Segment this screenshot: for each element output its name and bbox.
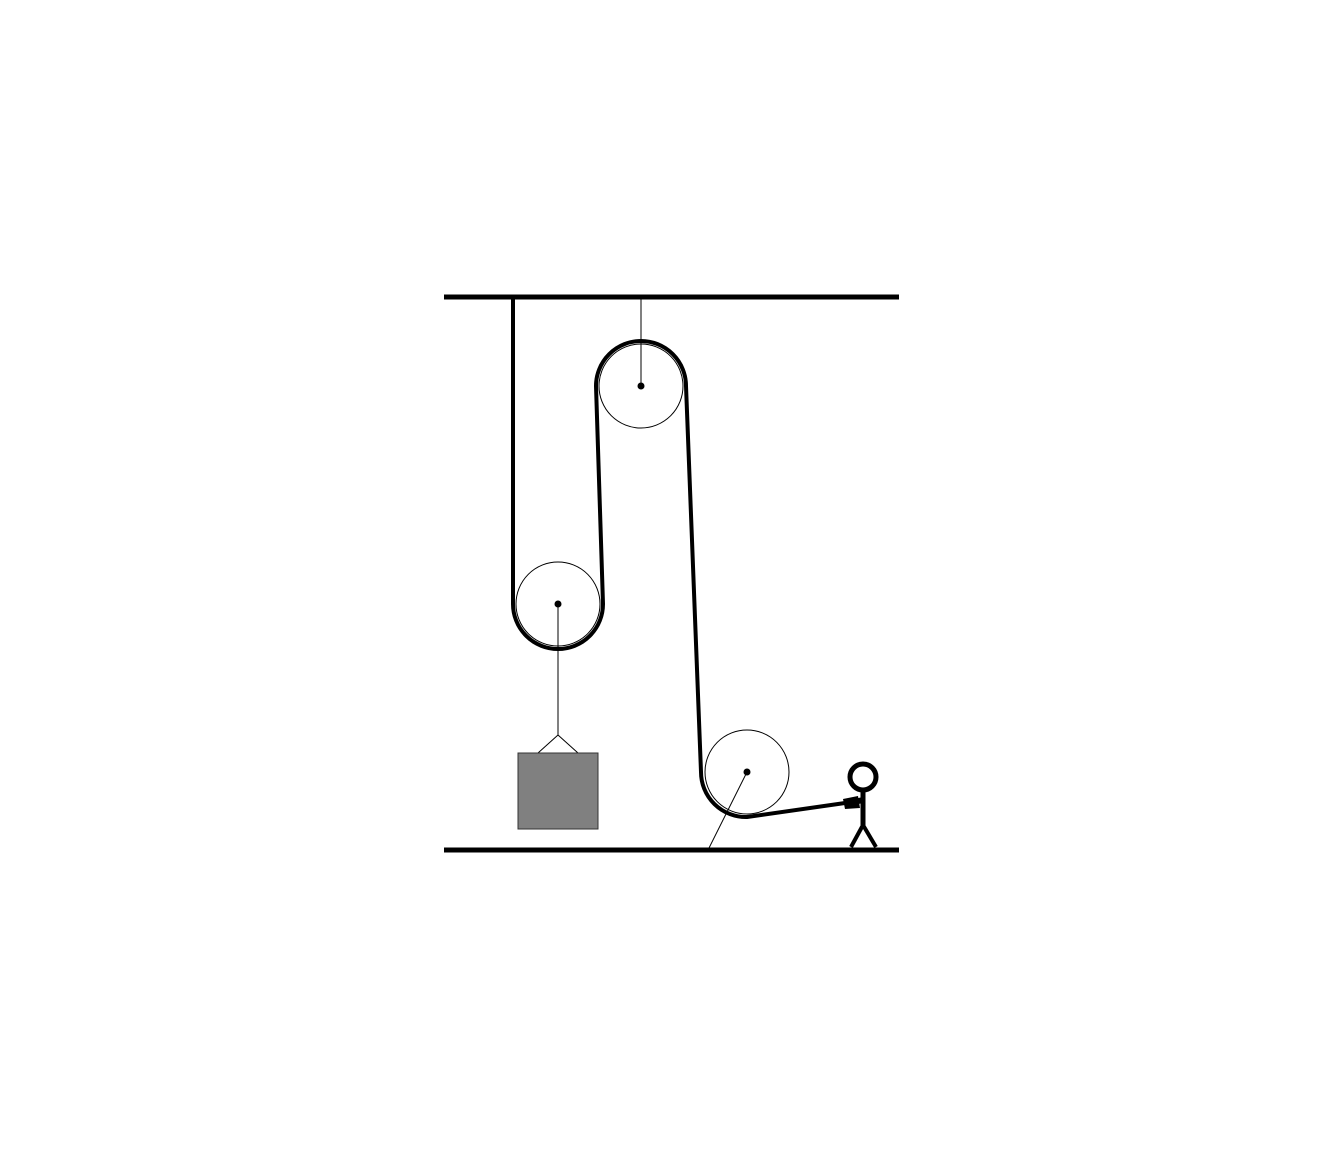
rope xyxy=(511,299,853,820)
floor-pulley-wheel xyxy=(704,729,790,815)
person-right-leg xyxy=(861,823,878,849)
fixed-floor-pulley xyxy=(704,729,790,815)
person-left-leg xyxy=(849,824,865,848)
hanging-weight xyxy=(517,604,599,830)
weight-block xyxy=(517,752,599,830)
weight-sling-right xyxy=(557,734,579,754)
floor-pulley-axle xyxy=(743,768,751,776)
stick-figure-puller xyxy=(843,761,879,849)
person-head xyxy=(847,761,879,793)
person-hands xyxy=(843,796,860,809)
weight-sling-left xyxy=(537,734,559,754)
top-pulley-wheel xyxy=(598,343,684,429)
top-pulley-axle xyxy=(637,382,645,390)
fixed-top-pulley xyxy=(598,343,684,429)
